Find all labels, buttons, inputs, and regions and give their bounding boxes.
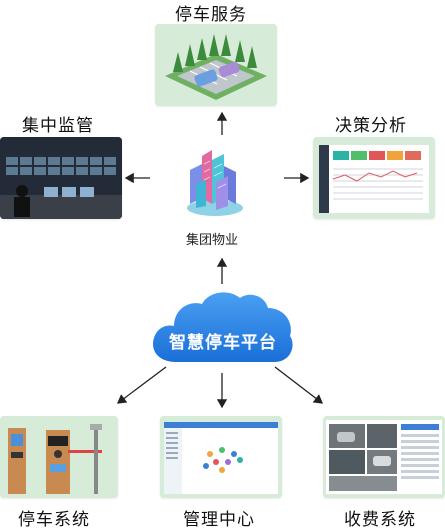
label-decision-analysis: 决策分析 bbox=[335, 116, 407, 136]
platform-label: 智慧停车平台 bbox=[169, 332, 277, 353]
label-management-center: 管理中心 bbox=[183, 510, 255, 530]
label-parking-service: 停车服务 bbox=[175, 5, 247, 25]
card-management-center bbox=[160, 416, 282, 498]
label-central-monitoring: 集中监管 bbox=[22, 116, 94, 136]
arrow-to-charging-system bbox=[274, 366, 324, 404]
label-parking-system: 停车系统 bbox=[18, 510, 90, 530]
cloud-icon bbox=[152, 292, 293, 362]
platform-cloud: 智慧停车平台 bbox=[148, 288, 298, 368]
label-group-property: 集团物业 bbox=[186, 233, 239, 248]
card-charging-system bbox=[323, 416, 445, 498]
label-charging-system: 收费系统 bbox=[344, 510, 416, 530]
dashboard-icon bbox=[313, 137, 435, 219]
card-decision-analysis bbox=[313, 137, 435, 219]
buildings-icon bbox=[187, 150, 243, 216]
card-central-monitoring bbox=[0, 137, 122, 219]
card-parking-system bbox=[0, 416, 118, 498]
arrow-to-parking-system bbox=[116, 366, 167, 404]
map-icon bbox=[160, 416, 282, 498]
parking-lot-icon bbox=[155, 24, 277, 106]
card-parking-service bbox=[155, 24, 277, 106]
monitor-wall-icon bbox=[0, 137, 122, 219]
parking-gate-icon bbox=[0, 416, 118, 498]
camera-feed-icon bbox=[323, 416, 445, 498]
